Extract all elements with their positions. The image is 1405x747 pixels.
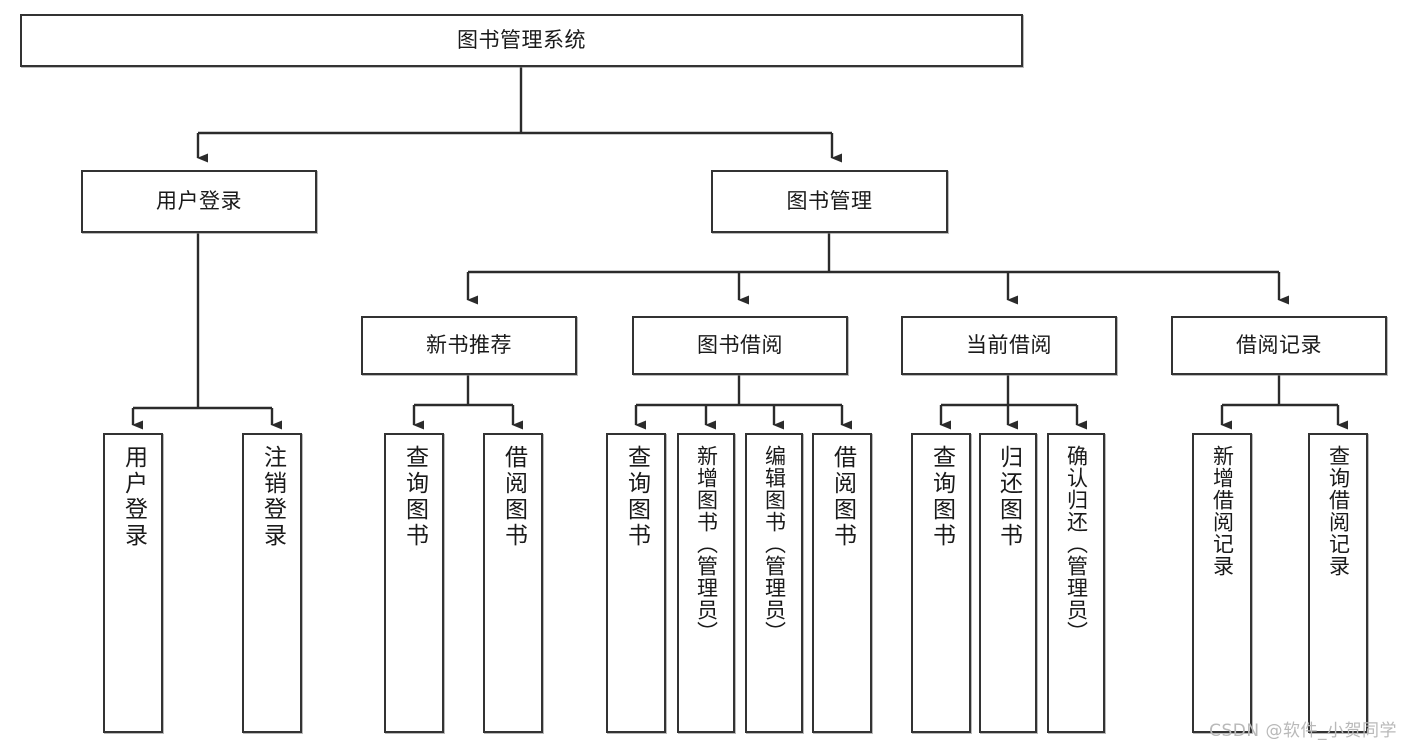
leaf-edit-book-admin[interactable]: 编辑图书（管理员）	[745, 433, 803, 733]
node-label: 归还图书	[995, 445, 1022, 549]
node-label: 图书借阅	[697, 333, 783, 358]
node-label: 编辑图书（管理员）	[762, 445, 787, 643]
leaf-query-borrow-record[interactable]: 查询借阅记录	[1308, 433, 1368, 733]
node-label: 用户登录	[120, 445, 147, 549]
node-book-borrow[interactable]: 图书借阅	[632, 316, 848, 375]
node-label: 借阅记录	[1236, 333, 1322, 358]
node-label: 新增借阅记录	[1210, 445, 1235, 577]
leaf-add-book-admin[interactable]: 新增图书（管理员）	[677, 433, 735, 733]
node-label: 新书推荐	[426, 333, 512, 358]
node-label: 图书管理	[786, 189, 873, 214]
node-root-system[interactable]: 图书管理系统	[20, 14, 1023, 67]
leaf-borrow-book-new[interactable]: 借阅图书	[483, 433, 543, 733]
leaf-logout[interactable]: 注销登录	[242, 433, 302, 733]
leaf-return-book[interactable]: 归还图书	[979, 433, 1037, 733]
leaf-query-book-new[interactable]: 查询图书	[384, 433, 444, 733]
node-label: 查询借阅记录	[1326, 445, 1351, 577]
leaf-query-book-current[interactable]: 查询图书	[911, 433, 971, 733]
node-borrow-records[interactable]: 借阅记录	[1171, 316, 1387, 375]
watermark: CSDN @软件_小贺同学	[1209, 721, 1397, 741]
node-label: 当前借阅	[966, 333, 1052, 358]
node-label: 确认归还（管理员）	[1064, 445, 1089, 643]
leaf-add-borrow-record[interactable]: 新增借阅记录	[1192, 433, 1252, 733]
node-label: 借阅图书	[500, 445, 527, 549]
leaf-query-book-borrow[interactable]: 查询图书	[606, 433, 666, 733]
leaf-user-login[interactable]: 用户登录	[103, 433, 163, 733]
node-book-management[interactable]: 图书管理	[711, 170, 948, 233]
leaf-borrow-book[interactable]: 借阅图书	[812, 433, 872, 733]
node-user-login[interactable]: 用户登录	[81, 170, 317, 233]
node-label: 查询图书	[928, 445, 955, 549]
node-label: 图书管理系统	[457, 28, 586, 53]
node-label: 注销登录	[259, 445, 286, 549]
node-current-borrow[interactable]: 当前借阅	[901, 316, 1117, 375]
node-label: 用户登录	[156, 189, 242, 214]
node-label: 查询图书	[401, 445, 428, 549]
node-label: 新增图书（管理员）	[694, 445, 719, 643]
leaf-confirm-return-admin[interactable]: 确认归还（管理员）	[1047, 433, 1105, 733]
node-new-book-recommendation[interactable]: 新书推荐	[361, 316, 577, 375]
node-label: 借阅图书	[829, 445, 856, 549]
node-label: 查询图书	[623, 445, 650, 549]
